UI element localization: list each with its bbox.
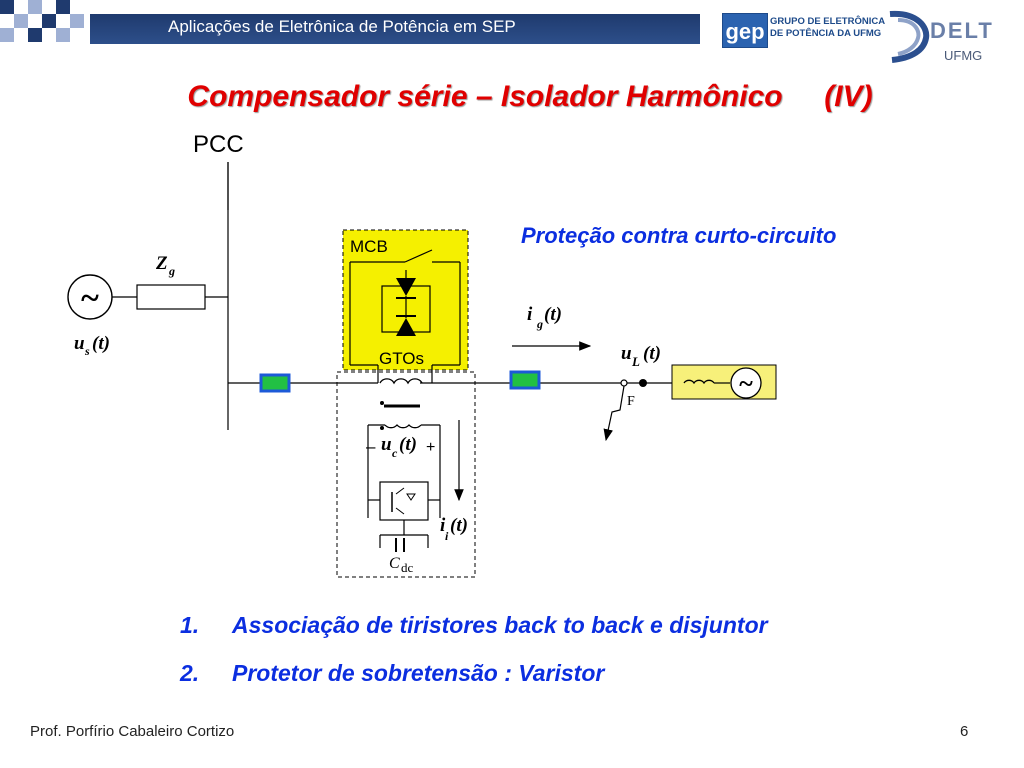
circuit-diagram: PCC ~ Z g u s (t) MCB GTOs xyxy=(67,131,777,578)
impedance-zg xyxy=(136,284,206,310)
sensor-right xyxy=(509,370,541,390)
cdc-label: C xyxy=(389,555,400,572)
load-source-icon xyxy=(730,367,762,399)
protection-annotation: Proteção contra curto-circuito xyxy=(521,223,837,248)
header-title: Aplicações de Eletrônica de Potência em … xyxy=(168,17,516,36)
ig-argument: (t) xyxy=(544,304,562,325)
gto-thyristor-icon xyxy=(396,270,416,336)
transformer-primary-icon xyxy=(379,378,423,385)
load-source-tilde: ~ xyxy=(739,369,753,398)
zg-label: Z xyxy=(155,253,168,274)
ii-argument: (t) xyxy=(450,515,468,536)
slide-title: Compensador série – Isolador Harmônico (… xyxy=(187,80,873,113)
list-item-number: 2. xyxy=(180,660,200,686)
list-item-number: 1. xyxy=(180,612,200,638)
uc-subscript: c xyxy=(392,446,398,460)
uc-plus: + xyxy=(426,439,435,456)
transformer-secondary-icon xyxy=(384,424,422,429)
inverter-icon xyxy=(379,481,429,521)
gtos-label: GTOs xyxy=(379,349,424,368)
uc-label: u xyxy=(381,434,392,455)
gep-text-line2: DE POTÊNCIA DA UFMG xyxy=(770,28,882,39)
ul-label: u xyxy=(621,343,632,364)
ul-subscript: L xyxy=(631,354,640,369)
gep-logo: gep xyxy=(722,13,768,48)
converter-box xyxy=(336,371,476,578)
delt-logo-icon xyxy=(889,10,930,63)
page-number: 6 xyxy=(960,723,969,740)
ul-argument: (t) xyxy=(643,343,661,364)
cdc-subscript: dc xyxy=(401,560,414,575)
pcc-label: PCC xyxy=(193,131,244,158)
us-label: u xyxy=(74,333,85,354)
breaker-switch-icon xyxy=(404,249,433,263)
header-band xyxy=(90,14,700,44)
fault-label: F xyxy=(627,394,635,409)
ig-subscript: g xyxy=(536,317,543,331)
source-tilde: ~ xyxy=(81,280,99,317)
header-bar: Aplicações de Eletrônica de Potência em … xyxy=(0,0,1024,63)
delt-logo-text: DELT xyxy=(930,18,994,43)
fault-node-icon xyxy=(639,379,647,387)
uc-minus: – xyxy=(366,437,376,456)
us-argument: (t) xyxy=(92,333,110,354)
zg-subscript: g xyxy=(168,264,175,278)
mcb-label: MCB xyxy=(350,237,388,256)
list-item-text: Protetor de sobretensão : Varistor xyxy=(232,660,605,686)
decorative-squares xyxy=(0,0,120,50)
ii-subscript: i xyxy=(445,529,449,543)
uc-argument: (t) xyxy=(399,434,417,455)
sensor-left xyxy=(259,373,291,393)
gep-text-line1: GRUPO DE ELETRÔNICA xyxy=(770,16,886,27)
fault-lightning-icon xyxy=(603,385,625,442)
ii-label: i xyxy=(440,515,446,536)
us-subscript: s xyxy=(84,344,90,358)
list-item-text: Associação de tiristores back to back e … xyxy=(232,612,768,638)
ufmg-logo: UFMG xyxy=(944,48,983,63)
ig-label: i xyxy=(527,304,533,325)
footer-author: Prof. Porfírio Cabaleiro Cortizo xyxy=(30,723,235,740)
load-inductor-icon xyxy=(683,379,715,385)
